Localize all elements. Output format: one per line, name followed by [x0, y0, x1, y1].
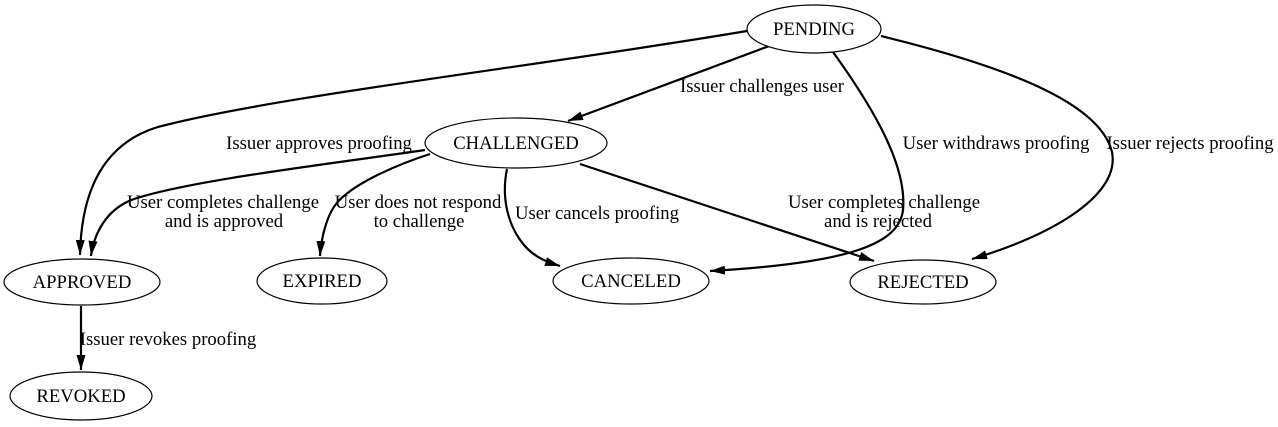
pending-node-ellipse — [746, 4, 882, 54]
canceled-node-label: CANCELED — [581, 271, 681, 292]
edge-label-issuer-revokes-proofing: Issuer revokes proofing — [80, 329, 256, 350]
state-node-rejected: REJECTED — [849, 259, 997, 305]
edge-pending-canceled — [709, 51, 905, 275]
edge-label-user-completes-challenge-approved-line2: and is approved — [165, 211, 284, 232]
state-node-expired: EXPIRED — [256, 257, 388, 305]
pending-node-label: PENDING — [773, 19, 855, 40]
edge-label-issuer-challenges-user: Issuer challenges user — [680, 76, 845, 97]
edge-challenged-approved — [88, 148, 426, 257]
edge-label-user-does-not-respond-line1: User does not respond — [335, 192, 502, 213]
revoked-node-ellipse — [9, 371, 153, 421]
edge-challenged-rejected — [579, 162, 875, 263]
canceled-node-ellipse — [552, 257, 710, 305]
state-node-canceled: CANCELED — [552, 257, 710, 305]
state-node-approved: APPROVED — [3, 258, 161, 306]
state-node-revoked: REVOKED — [9, 371, 153, 421]
expired-node-ellipse — [256, 257, 388, 305]
state-node-challenged: CHALLENGED — [424, 117, 608, 169]
expired-node-label: EXPIRED — [283, 271, 362, 292]
edge-pending-challenged — [567, 43, 773, 123]
challenged-node-ellipse — [424, 117, 608, 169]
edge-label-issuer-approves-proofing: Issuer approves proofing — [226, 133, 412, 154]
edge-label-user-withdraws-proofing: User withdraws proofing — [903, 133, 1090, 154]
edge-challenged-expired — [316, 152, 431, 257]
edge-label-issuer-rejects-proofing: Issuer rejects proofing — [1106, 133, 1273, 154]
edge-pending-approved — [75, 29, 748, 256]
approved-node-label: APPROVED — [33, 272, 132, 293]
edge-label-user-cancels-proofing: User cancels proofing — [515, 203, 679, 224]
rejected-node-label: REJECTED — [877, 272, 968, 293]
edge-label-user-does-not-respond-line2: to challenge — [374, 211, 465, 232]
edge-label-user-completes-challenge-approved-line1: User completes challenge — [127, 192, 319, 213]
approved-node-ellipse — [3, 258, 161, 306]
revoked-node-label: REVOKED — [36, 386, 125, 407]
challenged-node-label: CHALLENGED — [453, 133, 579, 154]
state-node-pending: PENDING — [746, 4, 882, 54]
edge-label-user-completes-challenge-rejected-line2: and is rejected — [824, 211, 933, 232]
edge-label-user-completes-challenge-rejected-line1: User completes challenge — [788, 192, 980, 213]
edge-pending-rejected — [880, 34, 1114, 261]
edge-challenged-canceled — [503, 168, 561, 268]
rejected-node-ellipse — [849, 259, 997, 305]
